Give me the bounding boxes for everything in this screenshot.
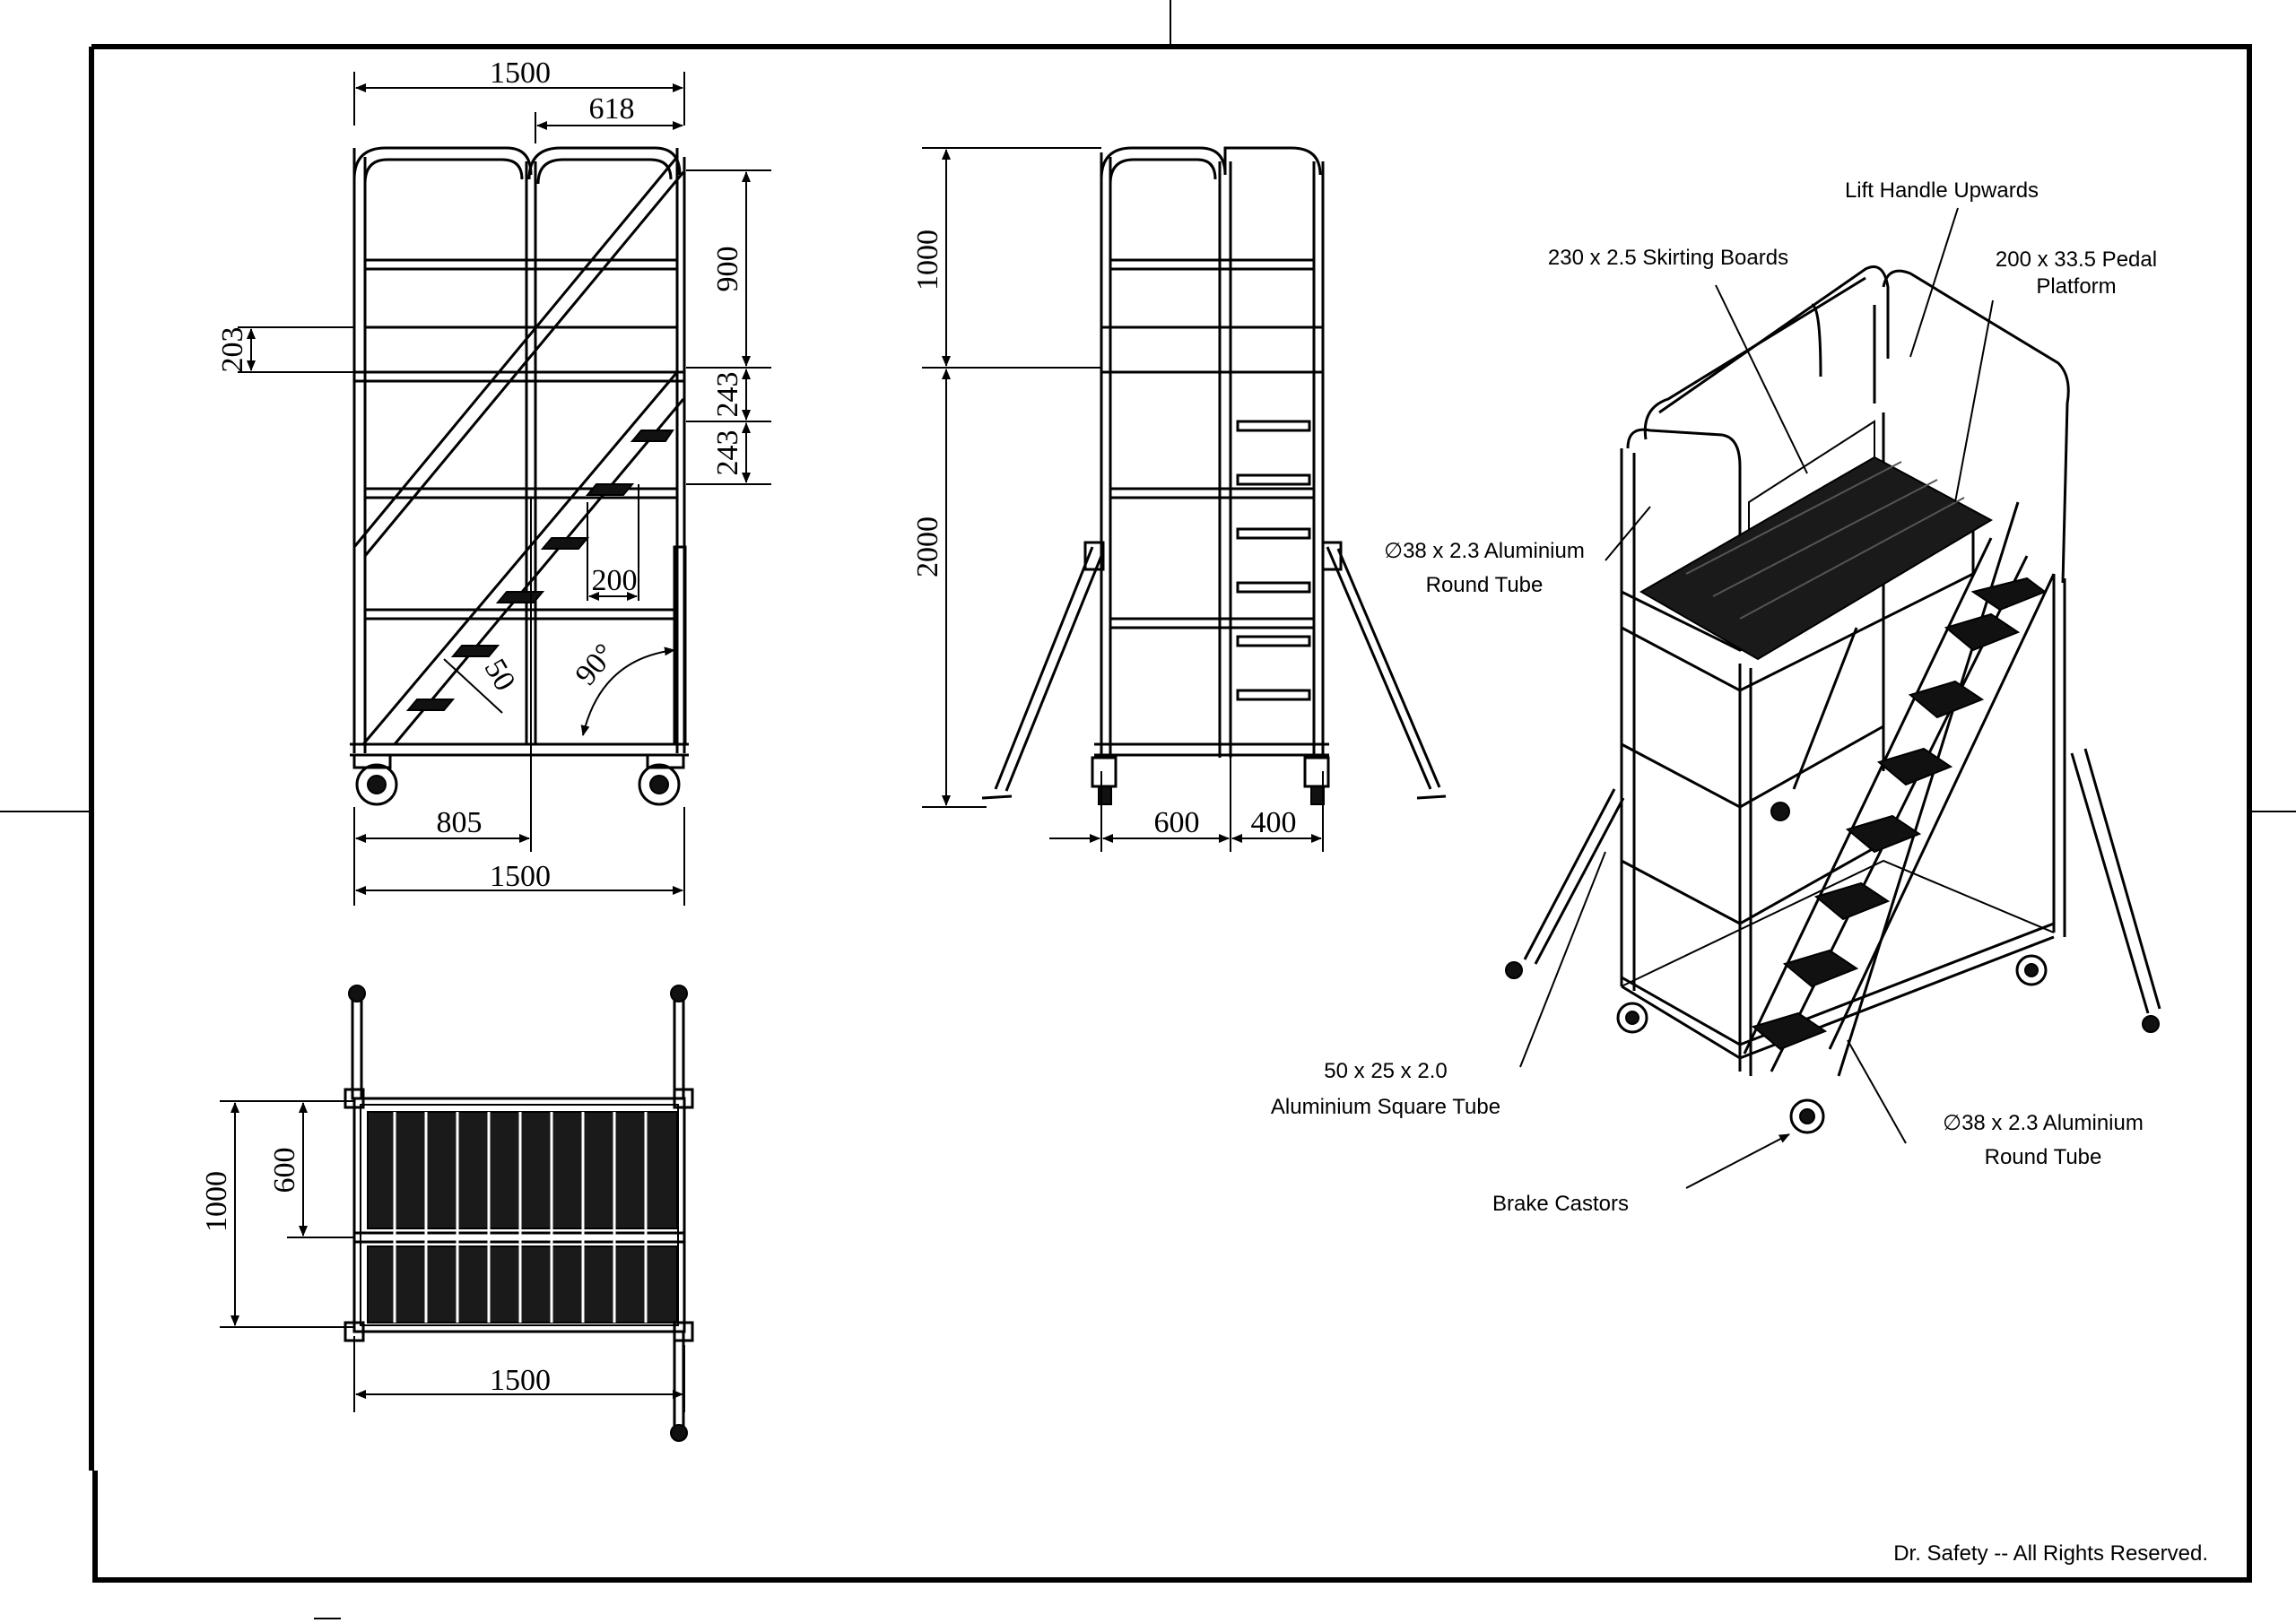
callout-round-tube-bottom-line1: ∅38 x 2.3 Aluminium xyxy=(1943,1111,2144,1135)
dim-bottom-width: 1500 xyxy=(490,860,551,893)
dim-side-ladder-width: 400 xyxy=(1251,806,1297,839)
callout-pedal-line2: Platform xyxy=(2036,274,2116,299)
callout-brake-castors: Brake Castors xyxy=(1492,1192,1629,1216)
callout-round-tube-top-line2: Round Tube xyxy=(1426,573,1544,597)
dim-side-platform-height: 2000 xyxy=(911,516,944,577)
isometric-view xyxy=(1505,207,2161,1189)
callout-square-tube-line1: 50 x 25 x 2.0 xyxy=(1324,1059,1447,1083)
front-view: 1500 618 900 203 243 243 200 50 90° 805 … xyxy=(216,56,771,906)
dim-step-rise-1: 243 xyxy=(711,372,744,418)
dim-top-width-base: 1500 xyxy=(490,1364,551,1397)
callout-square-tube-line2: Aluminium Square Tube xyxy=(1271,1095,1500,1119)
dim-top-width: 1500 xyxy=(490,56,551,90)
iso-stair-treads xyxy=(1751,577,2048,1051)
dim-angle: 90° xyxy=(569,638,622,691)
callout-skirting-boards: 230 x 2.5 Skirting Boards xyxy=(1548,246,1788,270)
callout-round-tube-top-line1: ∅38 x 2.3 Aluminium xyxy=(1384,539,1585,563)
callout-lift-handle: Lift Handle Upwards xyxy=(1845,178,2039,203)
dim-handle-offset: 618 xyxy=(589,92,635,126)
side-ladder-rungs xyxy=(1236,420,1311,701)
dim-side-rail-height: 1000 xyxy=(911,230,944,291)
dim-top-depth: 1000 xyxy=(200,1171,233,1232)
dim-step-width: 50 xyxy=(478,654,522,697)
top-view: 1000 600 1500 xyxy=(200,985,694,1442)
dim-top-platform-depth: 600 xyxy=(268,1148,301,1193)
copyright-notice: Dr. Safety -- All Rights Reserved. xyxy=(1893,1541,2208,1566)
dim-step-rise-2: 243 xyxy=(711,430,744,476)
dim-side-base-width: 600 xyxy=(1154,806,1200,839)
side-view: 1000 2000 600 400 xyxy=(911,146,1447,852)
dim-board-height: 203 xyxy=(216,327,249,373)
front-castor-right xyxy=(638,753,685,806)
front-castor-left xyxy=(352,753,398,806)
dim-base-offset: 805 xyxy=(437,806,483,839)
dim-step-depth: 200 xyxy=(592,564,638,597)
callout-round-tube-bottom-line2: Round Tube xyxy=(1985,1145,2102,1169)
dim-rail-height: 900 xyxy=(711,247,744,292)
top-platform-grating xyxy=(367,1111,678,1324)
callout-pedal-line1: 200 x 33.5 Pedal xyxy=(1996,247,2157,272)
